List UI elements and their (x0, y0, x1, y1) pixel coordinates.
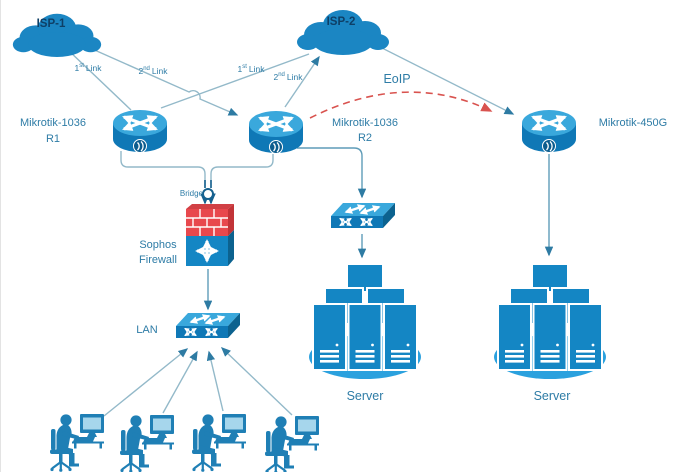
isp1-label: ISP-1 (36, 18, 66, 30)
r2-name-label: R2 (357, 132, 373, 144)
r1-name-label: R1 (45, 133, 61, 145)
link-r2-isp2-line (284, 55, 320, 108)
router-450g-icon (520, 107, 578, 155)
link-isp2-450g-line (373, 43, 515, 115)
ws4-lan-line (220, 347, 293, 416)
server-mid-label: Server (346, 389, 384, 403)
firewall-label-line2: Firewall (139, 254, 177, 266)
firewall-label-line1: Sophos (139, 239, 177, 251)
r2-switch2-line (297, 147, 367, 199)
workstation-1-icon (45, 408, 107, 472)
eoip-label: EoIP (383, 72, 411, 86)
r2-bridge-line (210, 154, 274, 188)
isp2-cloud-icon (292, 1, 394, 59)
workstation-2-icon (115, 409, 177, 472)
isp2-label: ISP-2 (326, 16, 356, 28)
r1-model-label: Mikrotik-1036 (19, 117, 87, 129)
server-right-label: Server (533, 389, 571, 403)
server-cluster-mid-icon (306, 262, 424, 384)
ws3-lan-line (206, 350, 224, 412)
bridge-label: Bridge (179, 189, 203, 198)
isp1-cloud-icon (9, 5, 105, 61)
r1-bridge-line (120, 151, 206, 188)
link-isp2-r1-line (160, 53, 310, 109)
server-cluster-right-icon (491, 262, 609, 384)
router-r1-icon (111, 107, 169, 155)
workstation-4-icon (260, 410, 322, 472)
r450g-model-label: Mikrotik-450G (598, 117, 668, 129)
lan-label: LAN (136, 324, 158, 336)
distribution-switch-icon (331, 202, 395, 236)
r2-model-label: Mikrotik-1036 (331, 117, 399, 129)
eoip-tunnel-line (309, 91, 493, 119)
router-r2-icon (247, 108, 305, 156)
ws2-lan-line (162, 350, 198, 414)
lan-switch-icon (176, 312, 240, 346)
link-isp1-r2-line (80, 43, 239, 116)
bridge-port-icon (202, 188, 214, 200)
link-isp1-r1-line (66, 48, 132, 111)
ws1-lan-line (103, 348, 189, 417)
workstation-3-icon (187, 408, 249, 472)
